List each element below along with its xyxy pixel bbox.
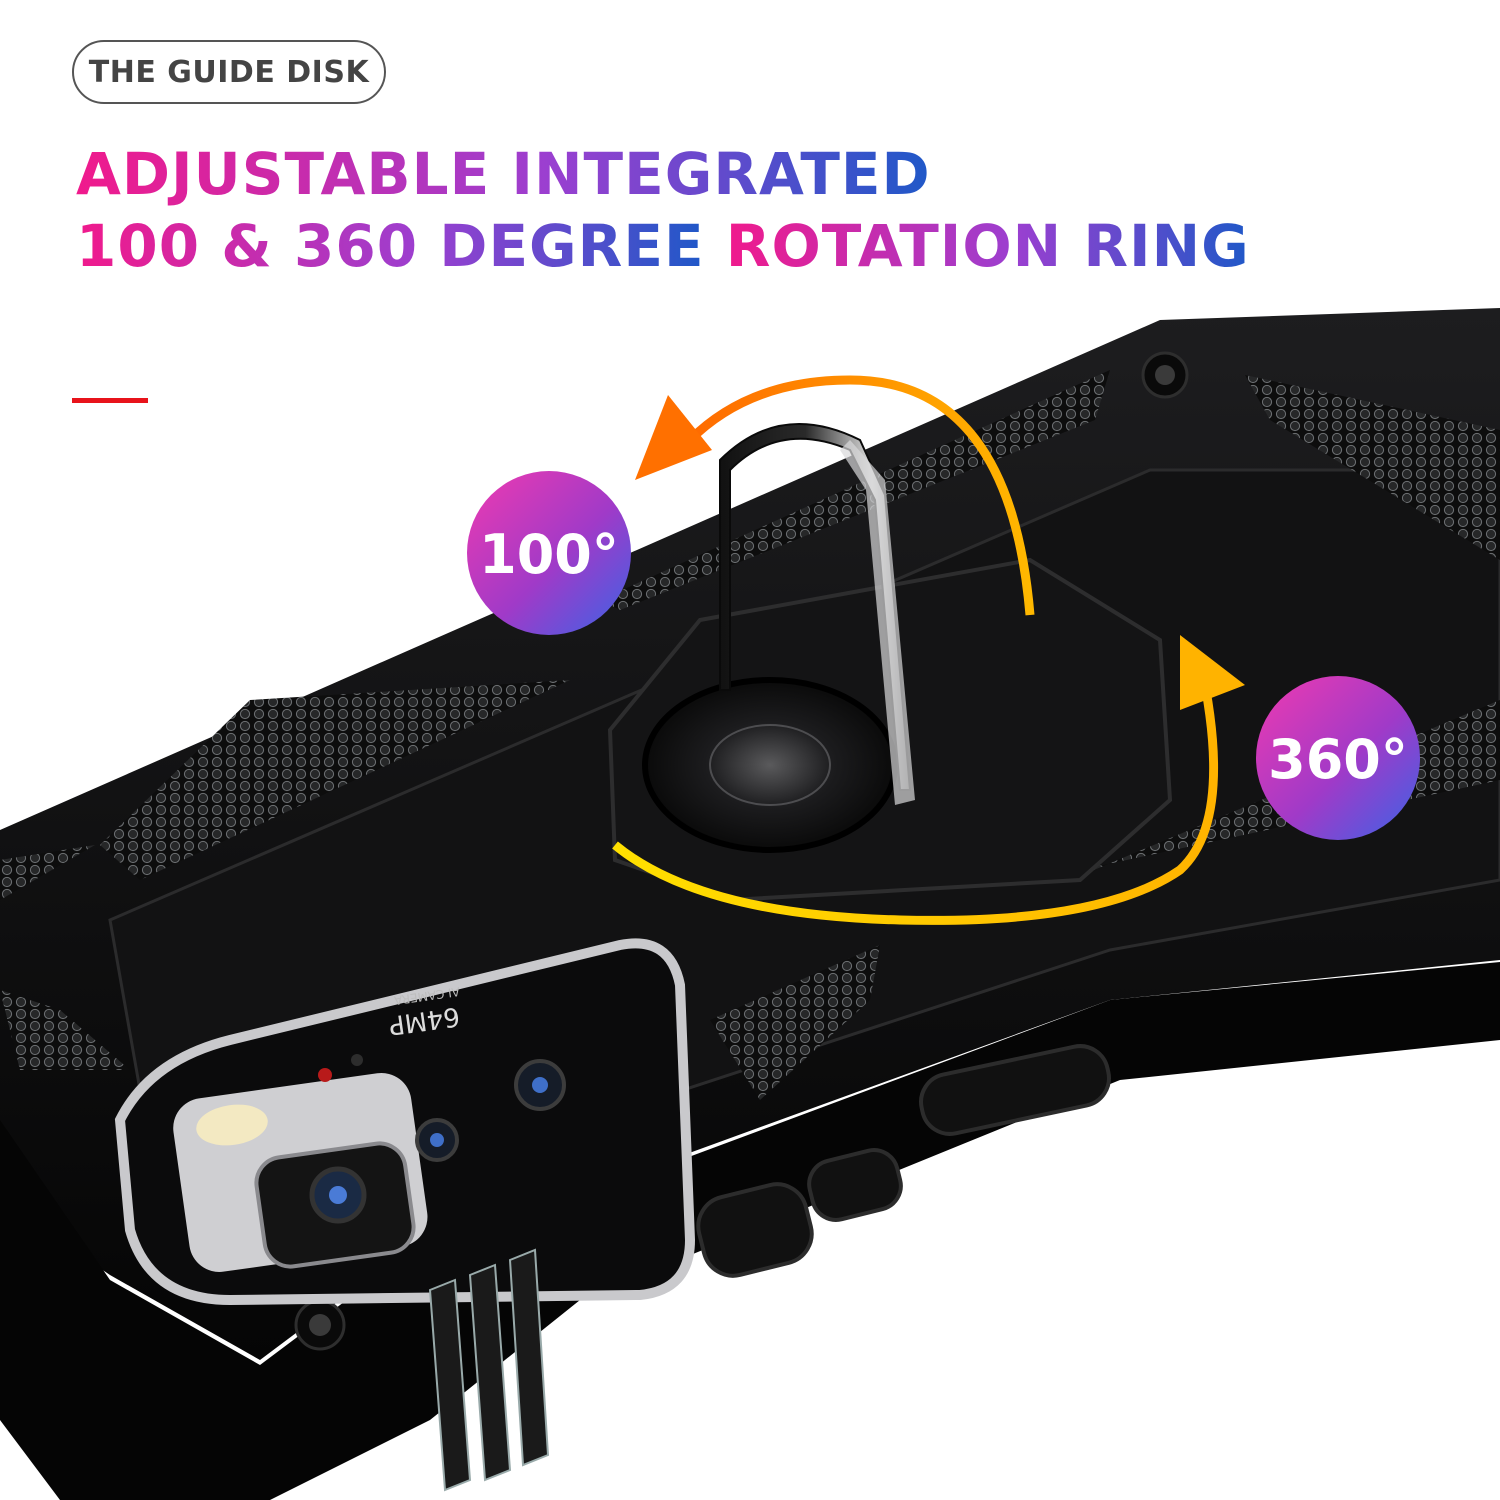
rotation-ring-holder <box>642 423 915 853</box>
badge-100-degree: 100° <box>467 471 631 635</box>
bumper-vents <box>428 1248 550 1492</box>
headline-line-1: ADJUSTABLE INTEGRATED <box>76 140 931 208</box>
camera-module: 64MP AI CAMERA <box>114 938 696 1306</box>
badge-100-label: 100° <box>479 523 619 586</box>
grip-strip <box>0 990 130 1070</box>
rotation-arrow-360 <box>612 659 1219 925</box>
headline: ADJUSTABLE INTEGRATED 100 & 360 DEGREE R… <box>76 138 1500 282</box>
grip-strip <box>710 945 880 1100</box>
corner-screw <box>1141 351 1189 399</box>
guide-disk-tag: THE GUIDE DISK <box>72 40 386 104</box>
grip-strip <box>0 845 95 900</box>
headline-line-3: ROTATION RING <box>725 212 1250 280</box>
corner-screw <box>294 1299 346 1351</box>
arrow-head-orange <box>635 395 712 480</box>
badge-360-degree: 360° <box>1256 676 1420 840</box>
accent-divider <box>72 398 148 403</box>
arrow-head-yellow <box>1180 635 1245 710</box>
rotation-arrow-100 <box>686 375 1035 616</box>
grip-strip <box>100 680 570 880</box>
side-buttons <box>696 1044 1111 1278</box>
phone-case-side <box>0 962 1500 1500</box>
badge-360-label: 360° <box>1268 728 1408 791</box>
grip-strip <box>1245 375 1500 560</box>
headline-line-2: 100 & 360 DEGREE <box>76 212 705 280</box>
